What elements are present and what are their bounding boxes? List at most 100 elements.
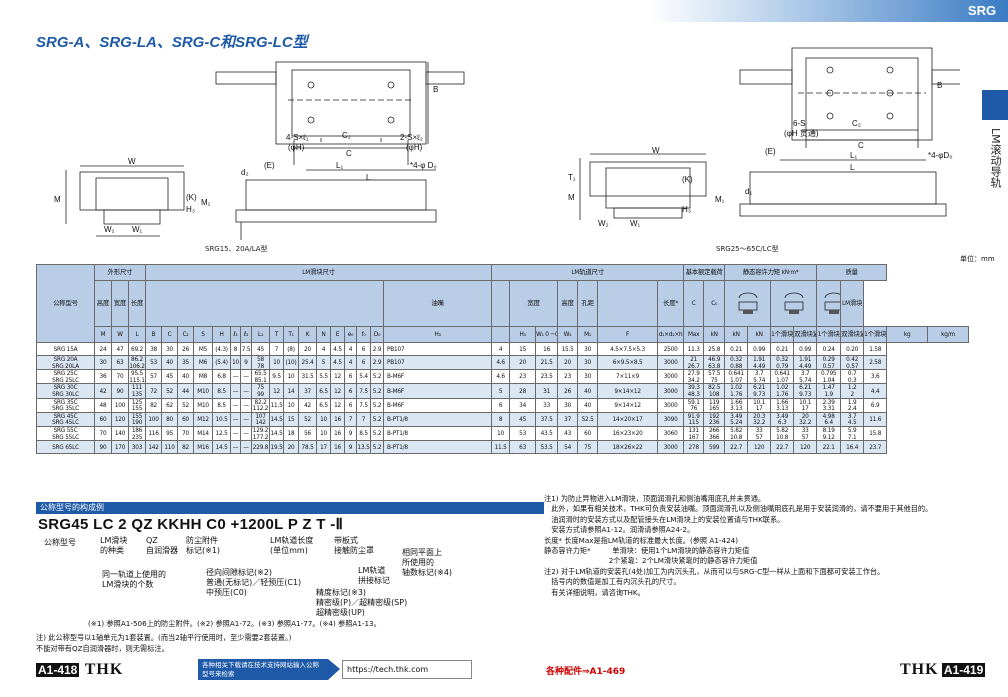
table-cell: — xyxy=(240,383,253,399)
table-cell: 30 xyxy=(161,342,179,356)
table-cell: 5 xyxy=(316,354,332,371)
table-cell: 4 xyxy=(316,342,332,356)
th-sym-blk-12: E xyxy=(330,326,346,343)
table-cell: 15.5 xyxy=(557,342,579,356)
table-cell: 53.5 xyxy=(535,440,559,455)
page-number-left: A1-418 xyxy=(36,663,80,677)
table-cell: 11.3 xyxy=(683,342,705,356)
table-cell: B-PT1/8 xyxy=(383,440,493,455)
table-cell: 45 xyxy=(161,369,179,385)
th-sym-blk-10: K xyxy=(298,326,318,343)
units-label: 单位：mm xyxy=(960,255,995,263)
th-sym-blk-14: f₀ xyxy=(356,326,372,343)
table-cell: 60 xyxy=(577,425,599,442)
dim-m1: M₁ xyxy=(715,195,725,204)
table-cell: 23.7 xyxy=(863,440,888,455)
table-cell: 25.4 xyxy=(298,354,318,371)
th-sym-0: M xyxy=(94,326,112,343)
table-cell: 52.5 xyxy=(577,411,599,427)
table-cell: 4.6 xyxy=(491,354,511,371)
accessory-link[interactable]: 各种配件⇒A1-469 xyxy=(546,667,626,677)
table-cell: 5.2 xyxy=(370,440,385,455)
footer-right: THK A1-419 xyxy=(900,661,987,679)
table-cell: 30 xyxy=(577,354,599,371)
table-cell: 45 xyxy=(251,342,271,356)
table-cell: 78.5 xyxy=(298,440,318,455)
table-cell: — xyxy=(240,425,253,442)
table-cell: 20 xyxy=(557,354,579,371)
dim-w: W xyxy=(128,157,136,166)
table-cell: 229.8 xyxy=(251,440,271,455)
table-cell: 70 xyxy=(111,369,129,385)
table-cell: 23 xyxy=(557,369,579,385)
table-cell: PB107 xyxy=(383,342,493,356)
caption-right: SRG25～65C/LC型 xyxy=(716,245,779,253)
dim-b: B xyxy=(433,85,438,94)
table-cell: 52 xyxy=(298,411,318,427)
table-cell: 7 xyxy=(356,411,372,427)
table-cell: 90 xyxy=(111,383,129,399)
footer-left: A1-418 THK xyxy=(36,661,123,679)
page-title: SRG-A、SRG-LA、SRG-C和SRG-LC型 xyxy=(36,34,308,51)
table-cell: 20 xyxy=(298,342,318,356)
ann-a4: 防尘附件 标记(※1) xyxy=(186,536,221,555)
ann-a2: LM滑块 的种类 xyxy=(100,536,128,555)
table-cell: 63 xyxy=(509,440,537,455)
th-sym-blk-9: T₁ xyxy=(283,326,300,343)
dim-c: C xyxy=(346,149,352,158)
table-cell: 53 xyxy=(145,354,163,371)
table-cell: 16 xyxy=(330,425,346,442)
table-cell: 52 xyxy=(161,383,179,399)
table-cell: 14.5 xyxy=(269,425,285,442)
table-cell: 6 xyxy=(344,369,358,385)
table-cell: 31.5 xyxy=(298,369,318,385)
code-part-8: Z xyxy=(302,516,317,533)
note-right-0: 注1) 为防止异物进入LM滑块，顶面润滑孔和侧油嘴用底孔并未贯通。 xyxy=(544,494,766,503)
th-unit-c0: kN xyxy=(747,326,772,343)
th-h3-blank xyxy=(491,280,511,327)
th-moment-sub-3: 双滑块紧靠 xyxy=(840,326,865,343)
ann-a6: 带板式 接触防尘罩 xyxy=(334,536,374,555)
th-sym-rail-3: M₁ xyxy=(577,326,599,343)
dim-c2: C₂ xyxy=(342,131,351,140)
table-cell: 20 xyxy=(509,354,537,371)
table-cell: 3000 xyxy=(657,383,685,399)
support-url-link[interactable]: https://tech.thk.com xyxy=(342,660,472,679)
code-part-2: 2 xyxy=(118,516,132,533)
dim-c2: C₂ xyxy=(852,119,861,128)
th-block-mass: LM滑块 xyxy=(840,280,865,327)
table-cell: 120 xyxy=(793,440,818,455)
table-cell: 40 xyxy=(577,383,599,399)
table-cell: 14×20×17 xyxy=(597,411,659,427)
table-cell: M10 xyxy=(193,383,214,399)
dim-w1: W₁ xyxy=(132,225,143,234)
table-cell: — xyxy=(240,440,253,455)
table-cell: 62 xyxy=(161,397,179,413)
note-left-2: 不能对带有QZ自润滑器时，则无需标注。 xyxy=(36,644,169,653)
table-cell: 16.4 xyxy=(840,440,865,455)
table-cell: 4.5×7.5×5.3 xyxy=(597,342,659,356)
table-cell: 4.5 xyxy=(330,354,346,371)
table-cell: 599 xyxy=(703,440,726,455)
table-cell: 3060 xyxy=(657,425,685,442)
dim-b: B xyxy=(937,81,942,90)
dim-w2: W₂ xyxy=(598,219,609,228)
brand-logo-right: THK xyxy=(900,661,939,678)
table-cell: 9.5 xyxy=(269,369,285,385)
table-cell: 7.5 xyxy=(240,342,253,356)
